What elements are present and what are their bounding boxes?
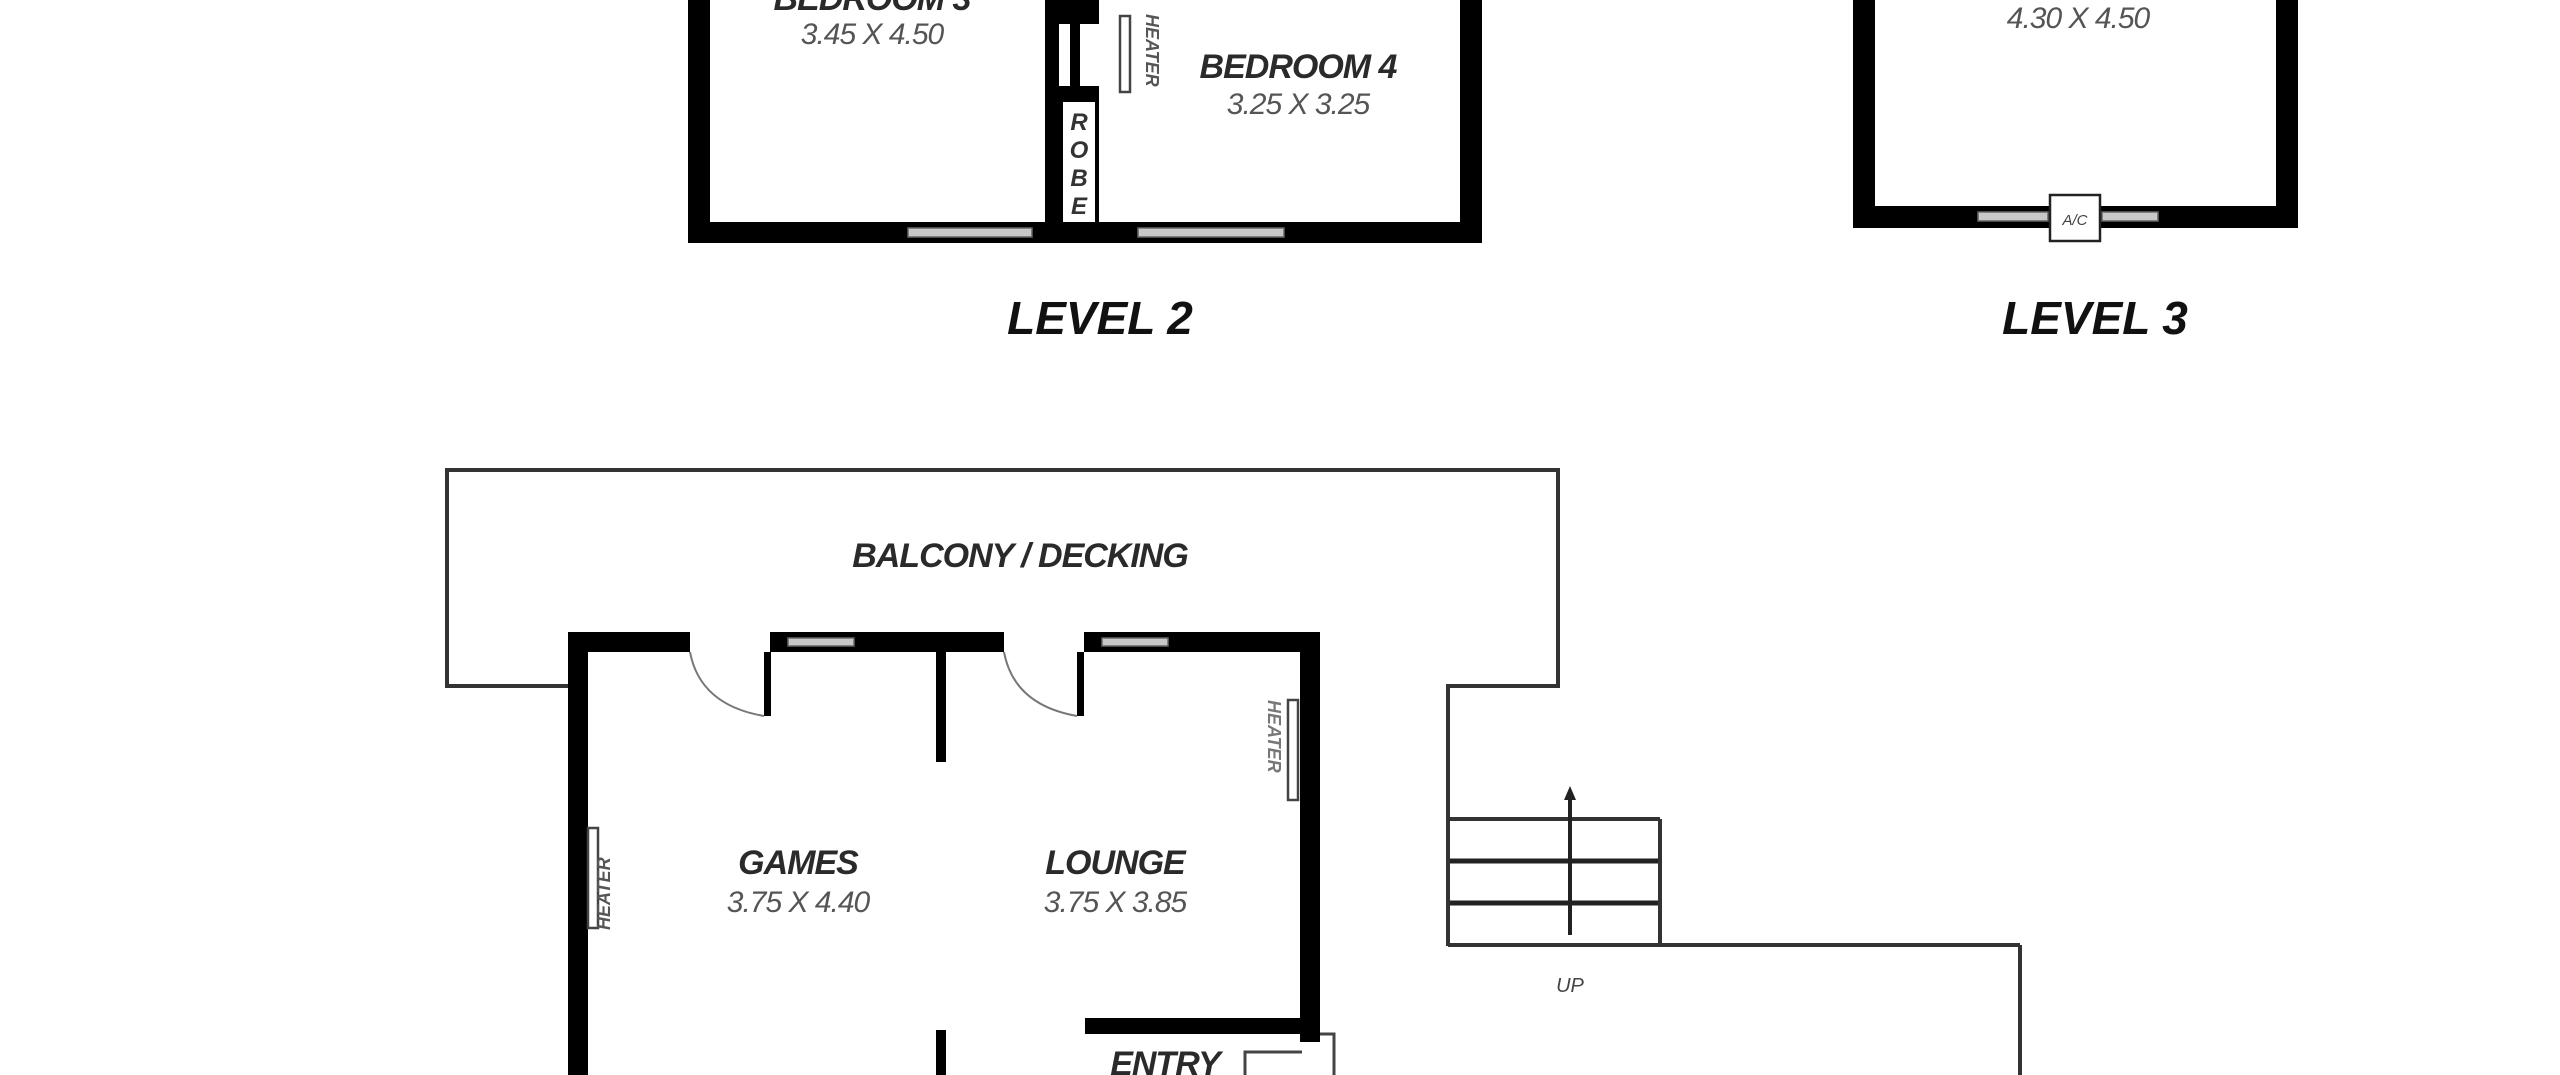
balcony-outline xyxy=(445,468,1560,946)
robe-letter: R xyxy=(1070,109,1088,136)
room-name-lounge: LOUNGE xyxy=(1045,844,1187,882)
ac-label: A/C xyxy=(2061,212,2087,229)
lower-level-plan: BALCONY / DECKING HEATER HEATER GAMES 3.… xyxy=(445,468,2022,1075)
wall xyxy=(1853,0,1875,228)
robe xyxy=(1059,98,1099,226)
room-dimensions-lounge: 3.75 X 3.85 xyxy=(1044,886,1188,919)
wall xyxy=(936,1030,946,1075)
room-name-games: GAMES xyxy=(738,844,859,882)
wall xyxy=(1300,632,1320,1042)
window xyxy=(907,227,1033,238)
robe-letter: B xyxy=(1070,165,1087,192)
room-name-balcony: BALCONY / DECKING xyxy=(852,537,1188,575)
wall xyxy=(568,632,1320,652)
wall xyxy=(1070,24,1080,86)
heater-icon xyxy=(586,826,600,930)
room-dimensions-bedroom-3: 3.45 X 4.50 xyxy=(801,18,945,51)
door-opening xyxy=(1004,628,1084,654)
wall xyxy=(1460,0,1482,243)
wall xyxy=(1045,0,1059,243)
robe-letter: E xyxy=(1071,193,1088,220)
wall xyxy=(568,632,588,1075)
door-opening xyxy=(690,628,770,654)
window xyxy=(1977,211,2049,222)
air-conditioner-icon xyxy=(2048,193,2102,243)
entry-door-frame xyxy=(1320,1032,1336,1075)
room-name-bedroom-3: BEDROOM 3 xyxy=(774,0,972,18)
stairs: UP xyxy=(1448,786,2022,1075)
arrow-up-icon xyxy=(1564,786,1576,800)
window xyxy=(787,637,855,647)
wall xyxy=(688,0,710,243)
entry-door-frame xyxy=(1243,1050,1302,1075)
heater-label-games: HEATER xyxy=(594,857,614,930)
wall xyxy=(1045,10,1099,24)
wall xyxy=(936,652,946,762)
heater-label: HEATER xyxy=(1142,14,1162,87)
room-name-bedroom-4: BEDROOM 4 xyxy=(1200,48,1398,86)
window xyxy=(1137,227,1285,238)
window xyxy=(1101,637,1169,647)
room-dimensions-bedroom-4: 3.25 X 3.25 xyxy=(1227,88,1371,121)
wall xyxy=(1045,86,1099,100)
room-name-entry: ENTRY xyxy=(1110,1045,1224,1075)
door-jamb xyxy=(1077,652,1084,716)
level-3-plan: A/C 4.30 X 4.50 LEVEL 3 xyxy=(1853,0,2298,344)
wall xyxy=(1059,0,1099,10)
level-2-plan: R O B E HEATER BEDROOM 3 3.45 X 4.50 BED… xyxy=(688,0,1482,344)
level-3-label: LEVEL 3 xyxy=(2002,292,2188,344)
heater-icon xyxy=(1118,14,1132,94)
wall xyxy=(2276,0,2298,228)
window xyxy=(2101,211,2159,222)
heater-icon xyxy=(1286,698,1300,802)
level-2-label: LEVEL 2 xyxy=(1007,292,1193,344)
heater-label-lounge: HEATER xyxy=(1264,700,1284,773)
stairs-up-label: UP xyxy=(1556,975,1584,997)
wall xyxy=(1085,1018,1320,1034)
door-swing xyxy=(1003,651,1078,717)
room-dimensions-games: 3.75 X 4.40 xyxy=(727,886,871,919)
room-dimensions-level-3: 4.30 X 4.50 xyxy=(2007,2,2151,35)
door-swing xyxy=(689,651,765,717)
door-jamb xyxy=(764,652,771,716)
robe-letter: O xyxy=(1070,137,1089,164)
